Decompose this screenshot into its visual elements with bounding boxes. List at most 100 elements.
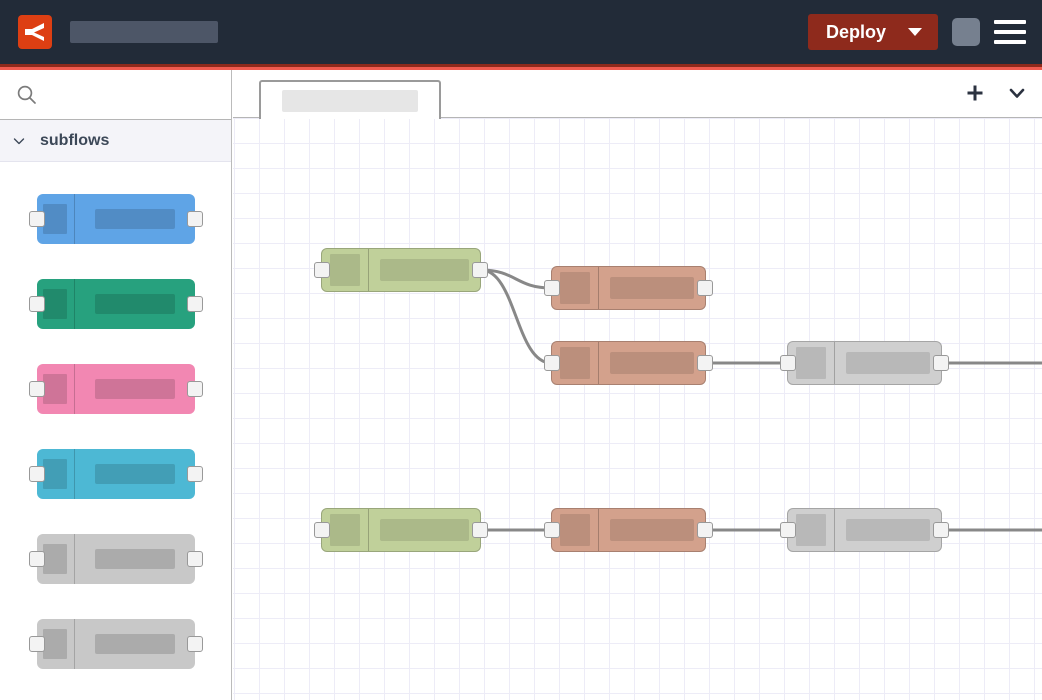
- flow-title-field[interactable]: [70, 21, 218, 43]
- node-icon: [37, 278, 75, 329]
- node-icon: [37, 363, 75, 414]
- flow-canvas[interactable]: [233, 70, 1042, 700]
- node-input-port[interactable]: [544, 355, 560, 371]
- palette-node-wrap: [0, 261, 231, 346]
- header-accent-dark: [0, 64, 1042, 67]
- flow-node-green-bot[interactable]: [314, 508, 488, 552]
- palette-node-label: [94, 293, 175, 314]
- node-icon: [788, 342, 835, 384]
- deploy-button[interactable]: Deploy: [807, 14, 938, 50]
- search-icon[interactable]: [16, 84, 38, 106]
- flow-node-grey-mid[interactable]: [780, 341, 949, 385]
- palette-node-label: [94, 208, 175, 229]
- node-input-port[interactable]: [28, 635, 45, 652]
- node-icon: [37, 618, 75, 669]
- palette-node-label: [94, 378, 175, 399]
- node-icon: [37, 533, 75, 584]
- palette-node-4[interactable]: [28, 448, 203, 499]
- node-output-port[interactable]: [186, 295, 203, 312]
- node-output-port[interactable]: [697, 522, 713, 538]
- palette-node-label: [94, 463, 175, 484]
- node-input-port[interactable]: [544, 522, 560, 538]
- palette-node-wrap: [0, 516, 231, 601]
- palette-node-label: [94, 633, 175, 654]
- wire-green-to-salmon-mid[interactable]: [479, 268, 553, 365]
- chevron-down-icon[interactable]: [12, 134, 26, 148]
- node-output-port[interactable]: [186, 550, 203, 567]
- node-output-port[interactable]: [186, 635, 203, 652]
- node-input-port[interactable]: [28, 465, 45, 482]
- plus-icon[interactable]: [964, 82, 986, 104]
- palette-search-row[interactable]: [0, 70, 231, 120]
- chevron-down-icon[interactable]: [908, 28, 922, 36]
- node-output-port[interactable]: [186, 210, 203, 227]
- palette-node-2[interactable]: [28, 278, 203, 329]
- node-red-logo-icon[interactable]: [18, 15, 52, 49]
- node-output-port[interactable]: [472, 522, 488, 538]
- tabbar-actions: [964, 82, 1028, 104]
- flow-node-label: [609, 519, 695, 541]
- node-input-port[interactable]: [28, 380, 45, 397]
- flow-node-label: [380, 259, 469, 281]
- flow-node-salmon-top[interactable]: [544, 266, 713, 310]
- node-input-port[interactable]: [780, 522, 796, 538]
- node-icon: [322, 509, 369, 551]
- header-accent-bright: [0, 67, 1042, 70]
- node-input-port[interactable]: [28, 550, 45, 567]
- palette-node-list: [0, 162, 231, 686]
- palette-node-label: [94, 548, 175, 569]
- flow-node-label: [845, 352, 931, 374]
- flow-node-label: [609, 352, 695, 374]
- node-output-port[interactable]: [697, 355, 713, 371]
- node-icon: [552, 342, 599, 384]
- app-header: Deploy: [0, 0, 1042, 64]
- flow-node-salmon-mid[interactable]: [544, 341, 713, 385]
- user-avatar-icon[interactable]: [952, 18, 980, 46]
- node-icon: [322, 249, 369, 291]
- flow-node-label: [845, 519, 931, 541]
- palette-sidebar: subflows: [0, 70, 232, 700]
- flow-tabbar: [233, 70, 1042, 119]
- palette-node-3[interactable]: [28, 363, 203, 414]
- palette-node-wrap: [0, 176, 231, 261]
- flow-tab-label: [282, 89, 418, 112]
- node-output-port[interactable]: [186, 380, 203, 397]
- node-output-port[interactable]: [697, 280, 713, 296]
- flow-node-salmon-bot[interactable]: [544, 508, 713, 552]
- node-icon: [788, 509, 835, 551]
- node-input-port[interactable]: [314, 522, 330, 538]
- palette-category-subflows[interactable]: subflows: [0, 120, 231, 162]
- flow-node-label: [380, 519, 469, 541]
- palette-node-wrap: [0, 601, 231, 686]
- flow-wires-layer: [479, 268, 1042, 532]
- node-output-port[interactable]: [933, 522, 949, 538]
- node-icon: [37, 193, 75, 244]
- node-output-port[interactable]: [472, 262, 488, 278]
- node-input-port[interactable]: [28, 295, 45, 312]
- node-input-port[interactable]: [314, 262, 330, 278]
- palette-node-5[interactable]: [28, 533, 203, 584]
- palette-category-label: subflows: [40, 131, 110, 149]
- palette-node-wrap: [0, 346, 231, 431]
- flow-node-grey-bot[interactable]: [780, 508, 949, 552]
- flow-node-label: [609, 277, 695, 299]
- node-input-port[interactable]: [28, 210, 45, 227]
- palette-node-wrap: [0, 431, 231, 516]
- flow-node-green-top[interactable]: [314, 248, 488, 292]
- node-input-port[interactable]: [544, 280, 560, 296]
- node-input-port[interactable]: [780, 355, 796, 371]
- node-icon: [37, 448, 75, 499]
- node-output-port[interactable]: [186, 465, 203, 482]
- node-icon: [552, 267, 599, 309]
- flow-tab-1[interactable]: [259, 80, 441, 119]
- hamburger-menu-icon[interactable]: [994, 20, 1026, 44]
- palette-node-6[interactable]: [28, 618, 203, 669]
- deploy-button-label: Deploy: [825, 21, 886, 42]
- header-actions: Deploy: [807, 14, 1026, 50]
- palette-node-1[interactable]: [28, 193, 203, 244]
- node-output-port[interactable]: [933, 355, 949, 371]
- flow-nodes-layer: [233, 118, 1042, 700]
- chevron-down-icon[interactable]: [1006, 82, 1028, 104]
- wire-green-to-salmon-top[interactable]: [479, 268, 553, 290]
